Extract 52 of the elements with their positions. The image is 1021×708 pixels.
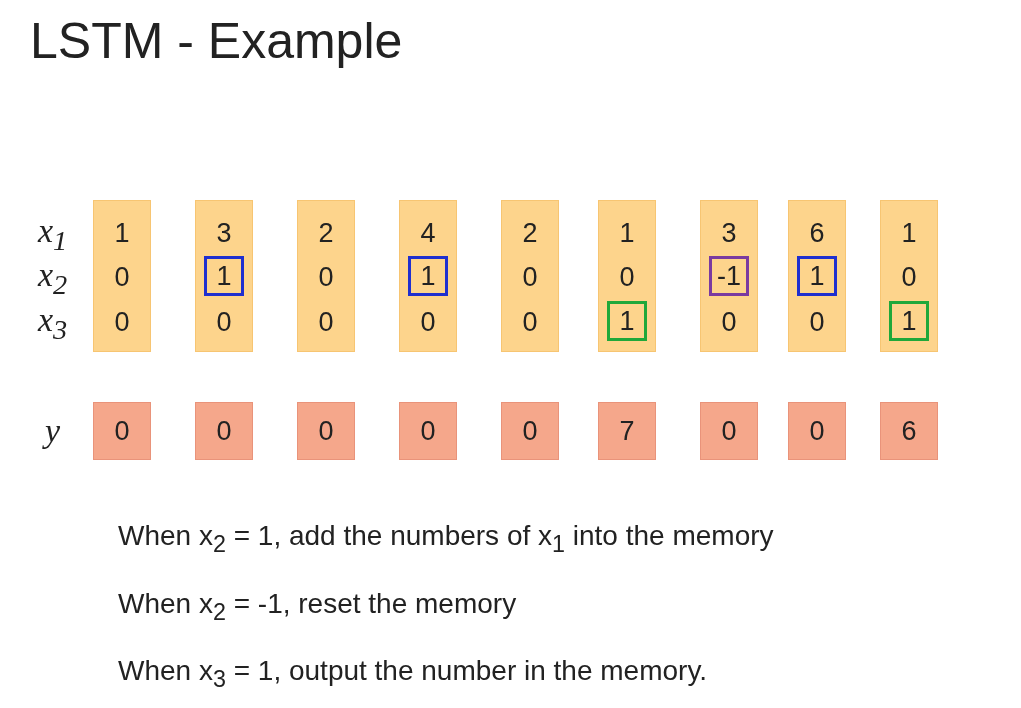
data-column (195, 200, 253, 352)
output-value: 0 (399, 402, 457, 460)
cell-value: 0 (317, 307, 335, 337)
output-value: 0 (93, 402, 151, 460)
data-column (297, 200, 355, 352)
output-value: 0 (501, 402, 559, 460)
cell-value: 1 (618, 218, 636, 248)
rule-text: When x$_{2}$ = 1, add the numbers of x$_{1}$ into the memory (118, 520, 774, 558)
cell-value: 2 (521, 218, 539, 248)
output-value: 0 (700, 402, 758, 460)
output-value: 6 (880, 402, 938, 460)
data-column (788, 200, 846, 352)
cell-value: 3 (720, 218, 738, 248)
rule-text: When x$_{3}$ = 1, output the number in the memory. (118, 655, 708, 693)
row-label: x$_{3}$ (38, 301, 68, 346)
data-column (598, 200, 656, 352)
highlighted-value: 1 (408, 256, 448, 296)
cell-value: 0 (900, 262, 918, 292)
highlighted-value: 1 (204, 256, 244, 296)
output-value: 0 (788, 402, 846, 460)
highlighted-value: 1 (797, 256, 837, 296)
cell-value: 0 (521, 262, 539, 292)
cell-value: 0 (419, 307, 437, 337)
title: LSTM - Example (30, 12, 403, 70)
cell-value: 0 (113, 307, 131, 337)
cell-value: 1 (900, 218, 918, 248)
data-column (700, 200, 758, 352)
output-value: 0 (195, 402, 253, 460)
cell-value: 1 (113, 218, 131, 248)
output-value: 7 (598, 402, 656, 460)
cell-value: 0 (808, 307, 826, 337)
cell-value: 0 (113, 262, 131, 292)
cell-value: 0 (720, 307, 738, 337)
highlighted-value: 1 (889, 301, 929, 341)
cell-value: 2 (317, 218, 335, 248)
highlighted-value: 1 (607, 301, 647, 341)
output-value: 0 (297, 402, 355, 460)
row-label: x$_{1}$ (38, 212, 68, 257)
data-column (880, 200, 938, 352)
cell-value: 0 (317, 262, 335, 292)
data-column (501, 200, 559, 352)
cell-value: 4 (419, 218, 437, 248)
cell-value: 3 (215, 218, 233, 248)
cell-value: 6 (808, 218, 826, 248)
data-column (399, 200, 457, 352)
row-label: x$_{2}$ (38, 256, 68, 301)
data-column (93, 200, 151, 352)
rule-text: When x$_{2}$ = -1, reset the memory (118, 588, 517, 626)
cell-value: 0 (618, 262, 636, 292)
cell-value: 0 (215, 307, 233, 337)
cell-value: 0 (521, 307, 539, 337)
highlighted-value: -1 (709, 256, 749, 296)
